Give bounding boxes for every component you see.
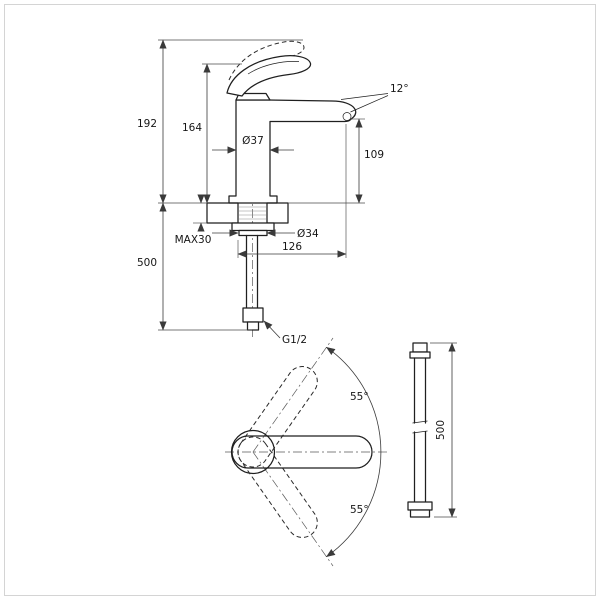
swing-arc bbox=[326, 346, 382, 558]
dimension-deck-thickness: MAX30 bbox=[175, 194, 212, 246]
swing-radial-lower bbox=[252, 451, 334, 567]
dimension-shank-diameter: Ø34 bbox=[212, 228, 319, 240]
dim-label-spout-height: 109 bbox=[364, 149, 384, 161]
leader-line bbox=[263, 320, 281, 339]
dim-label-swing-lower: 55° bbox=[350, 504, 369, 516]
dim-label-body-diameter: Ø37 bbox=[242, 135, 264, 147]
angle-leader-line bbox=[350, 95, 389, 113]
dimension-spout-height: 109 bbox=[288, 118, 384, 204]
dim-label-shank-diameter: Ø34 bbox=[297, 228, 319, 240]
dimension-total-height: 192 bbox=[137, 39, 303, 204]
dimension-hose-length: 500 bbox=[137, 202, 252, 331]
hose-end-nut bbox=[407, 501, 433, 511]
swing-radial-upper bbox=[252, 337, 334, 453]
handle-swung-up-dashed bbox=[237, 366, 318, 468]
annotation-spout-angle: 12° bbox=[340, 83, 409, 113]
annotation-thread: G1/2 bbox=[263, 320, 307, 346]
dimension-spout-reach: 126 bbox=[237, 124, 347, 258]
dimension-hose-detail-length: 500 bbox=[430, 342, 457, 518]
mounting-washer bbox=[238, 229, 268, 237]
handle-pivot-circle bbox=[230, 429, 276, 475]
dimension-handle-height: 164 bbox=[182, 63, 242, 204]
dim-label-swing-upper: 55° bbox=[350, 391, 369, 403]
handle-outline-dashed bbox=[237, 366, 318, 468]
lever-crease-line bbox=[247, 61, 300, 75]
hose-top-collar bbox=[409, 351, 431, 359]
faucet-body-and-spout bbox=[228, 99, 357, 204]
deck-section-right bbox=[266, 202, 289, 224]
dim-label-spout-reach: 126 bbox=[282, 241, 302, 253]
dimension-body-diameter: Ø37 bbox=[212, 135, 294, 154]
front-view: 192 164 Ø37 12° bbox=[137, 39, 409, 346]
lever-handle bbox=[226, 55, 312, 97]
hose-detail-view: 500 bbox=[407, 342, 457, 518]
sheet-border bbox=[4, 4, 596, 596]
hose-fitting bbox=[242, 307, 264, 323]
top-view: 55° 55° bbox=[225, 337, 388, 567]
deck-section-left bbox=[206, 202, 239, 224]
break-mark-top bbox=[412, 420, 428, 424]
dim-label-total-height: 192 bbox=[137, 118, 157, 130]
dim-label-hose-detail-length: 500 bbox=[435, 420, 447, 440]
dim-label-spout-angle: 12° bbox=[390, 83, 409, 95]
spout-aerator-outlet bbox=[342, 112, 352, 121]
hose-nipple bbox=[246, 321, 260, 331]
hose-end-fitting bbox=[409, 509, 431, 518]
handle-swung-down-dashed bbox=[237, 436, 318, 538]
angle-leader-line bbox=[340, 93, 389, 100]
lever-raised-dashed-outline bbox=[228, 40, 305, 81]
supply-hose bbox=[242, 234, 264, 331]
handle-outline-dashed bbox=[237, 436, 318, 538]
mounting-nut bbox=[231, 222, 275, 232]
dim-label-deck-max: MAX30 bbox=[175, 234, 212, 246]
dim-label-hose-length: 500 bbox=[137, 257, 157, 269]
dim-label-handle-height: 164 bbox=[182, 122, 202, 134]
hose-top-thread bbox=[412, 342, 428, 353]
shank-threads bbox=[239, 206, 266, 220]
dim-label-thread: G1/2 bbox=[282, 334, 307, 346]
